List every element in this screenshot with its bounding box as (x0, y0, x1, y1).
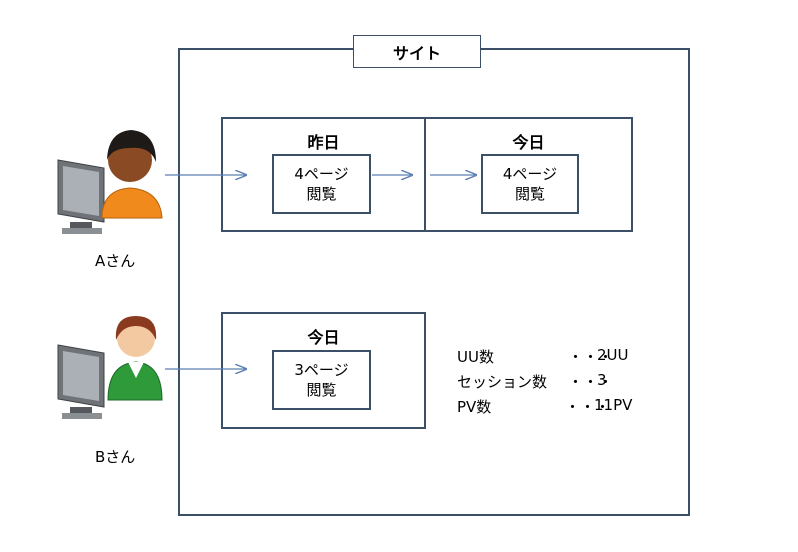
userA-today-label: 今日 (512, 133, 545, 152)
stat-pv-value: 11PV (594, 396, 633, 414)
userB-label: Bさん (95, 448, 136, 466)
userB-today-pages: 3ページ (294, 361, 349, 379)
userB-today-box: 今日 3ページ 閲覧 (221, 312, 426, 429)
userA-today-page-box: 4ページ 閲覧 (481, 154, 579, 214)
stat-pv-label: PV数 (457, 398, 492, 416)
userA-today-pages: 4ページ (502, 165, 558, 183)
userB-computer-icon (57, 344, 105, 419)
userA-yesterday-action: 閲覧 (306, 185, 337, 203)
userA-yesterday-box: 昨日 4ページ 閲覧 (221, 117, 426, 232)
userA-today-box: 今日 4ページ 閲覧 (424, 117, 633, 232)
stat-uu-value: 2UU (597, 346, 629, 364)
userB-today-label: 今日 (307, 328, 340, 347)
stat-pv-dots: ・・・ (565, 398, 611, 416)
userB-today-action: 閲覧 (306, 381, 337, 399)
userB-person-icon (107, 316, 163, 401)
stat-session-dots: ・・・ (568, 373, 614, 391)
userA-yesterday-pages: 4ページ (294, 165, 349, 183)
stat-session-label: セッション数 (457, 373, 548, 391)
userB-today-page-box: 3ページ 閲覧 (272, 350, 371, 410)
userA-today-action: 閲覧 (514, 185, 545, 203)
stat-uu-label: UU数 (457, 348, 494, 366)
stat-uu-dots: ・・・ (568, 348, 614, 366)
userA-computer-icon (57, 159, 105, 234)
userA-person-icon (101, 130, 163, 219)
userA-yesterday-page-box: 4ページ 閲覧 (272, 154, 371, 214)
userA-label: Aさん (95, 252, 136, 270)
userA-yesterday-label: 昨日 (307, 133, 340, 152)
stat-session-value: 3 (597, 371, 607, 389)
site-title: サイト (353, 35, 481, 68)
